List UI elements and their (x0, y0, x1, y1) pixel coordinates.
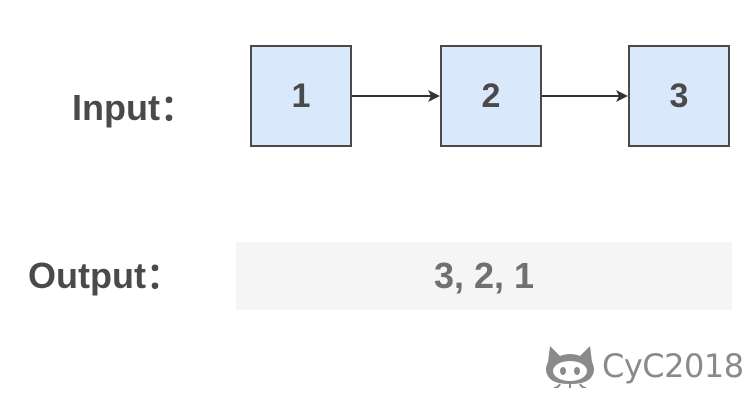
output-box: 3, 2, 1 (236, 242, 732, 310)
input-label: Input： (72, 87, 196, 128)
list-node: 3 (628, 45, 730, 147)
output-label: Output： (28, 255, 182, 296)
watermark: CyC2018 (544, 344, 744, 388)
octocat-icon (546, 346, 594, 388)
list-node: 2 (440, 45, 542, 147)
list-node: 1 (250, 45, 352, 147)
watermark-text: CyC2018 (602, 347, 744, 385)
output-value: 3, 2, 1 (433, 255, 535, 296)
